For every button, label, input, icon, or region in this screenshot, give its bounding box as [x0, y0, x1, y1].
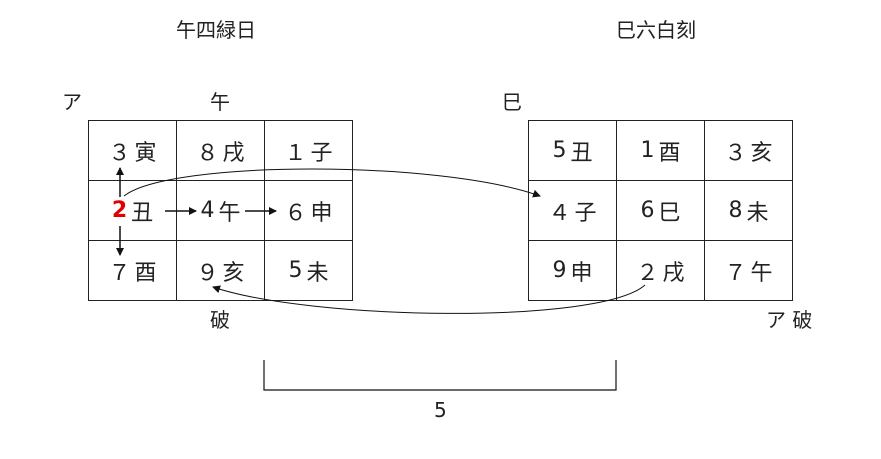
cell-number: 8 — [728, 198, 743, 223]
cell-number: １ — [284, 140, 307, 166]
cell-number: ６ — [284, 200, 307, 226]
cell-sign: 亥 — [222, 260, 245, 286]
cell-sign: 午 — [750, 260, 773, 286]
right-bottom-right-mark: ア 破 — [766, 308, 813, 332]
cell-number: 9 — [552, 258, 567, 283]
cell-sign: 丑 — [131, 200, 154, 226]
right-top-left-mark: 巳 — [502, 90, 522, 114]
cell-sign: 子 — [310, 140, 333, 166]
left-top-mid-mark: 午 — [210, 90, 230, 114]
cell-sign: 寅 — [134, 140, 157, 166]
distance-bracket — [263, 360, 617, 391]
cell-number: ７ — [724, 260, 747, 286]
cell-sign: 亥 — [750, 140, 773, 166]
cell-sign: 未 — [306, 260, 329, 286]
right-board-title: 巳六白刻 — [616, 18, 696, 42]
left-top-left-mark: ア — [62, 90, 82, 114]
cell-number: ４ — [548, 200, 571, 226]
cell-sign: 酉 — [134, 260, 157, 286]
cell-number: ９ — [196, 260, 219, 286]
cell-number: 1 — [640, 138, 655, 163]
cell-sign: 戌 — [222, 140, 245, 166]
cell-sign: 戌 — [662, 260, 685, 286]
cell-sign: 丑 — [570, 140, 593, 166]
left-bottom-mark: 破 — [210, 308, 230, 332]
cell-number: ３ — [724, 140, 747, 166]
cell-sign: 申 — [310, 200, 333, 226]
cell-sign: 巳 — [658, 200, 681, 226]
cell-sign: 申 — [570, 260, 593, 286]
cell-sign: 午 — [218, 200, 241, 226]
cell-number: 6 — [640, 198, 655, 223]
left-board-title: 午四緑日 — [176, 18, 256, 42]
cell-number: ７ — [108, 260, 131, 286]
cell-number: ２ — [636, 260, 659, 286]
cell-number: ８ — [196, 140, 219, 166]
cell-number: 5 — [552, 138, 567, 163]
cell-number: 4 — [200, 198, 215, 223]
bracket-label: 5 — [434, 398, 447, 422]
cell-sign: 酉 — [658, 140, 681, 166]
cell-number: ３ — [108, 140, 131, 166]
cell-number-highlighted: 2 — [111, 198, 128, 223]
cell-sign: 子 — [574, 200, 597, 226]
cell-number: 5 — [288, 258, 303, 283]
cell-sign: 未 — [746, 200, 769, 226]
